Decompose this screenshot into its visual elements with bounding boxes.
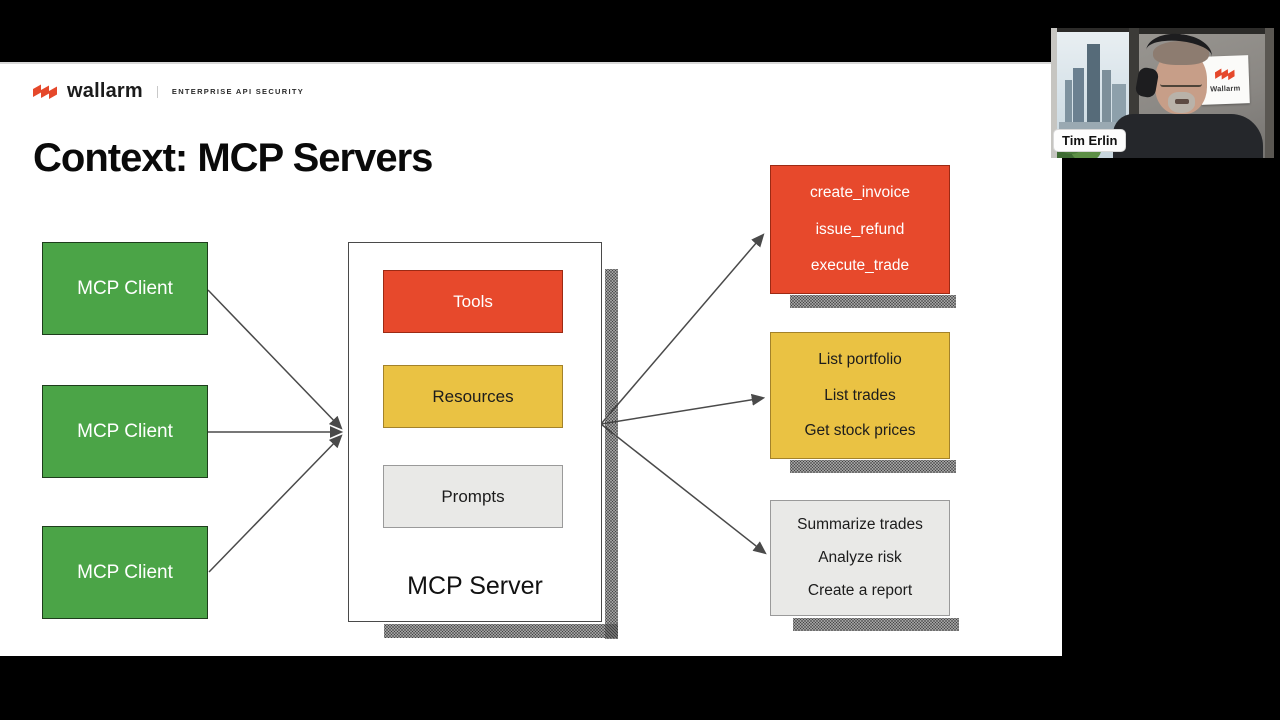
- prompts-box: Prompts: [383, 465, 563, 528]
- wallarm-wall-sign: Wallarm: [1200, 55, 1250, 105]
- speaker-torso: [1113, 114, 1263, 158]
- tools-label: Tools: [453, 291, 493, 311]
- tool-item: create_invoice: [810, 184, 910, 202]
- speaker-hair: [1153, 41, 1209, 65]
- server-bottom-shadow: [384, 624, 618, 638]
- prompt-item: Summarize trades: [797, 516, 923, 533]
- window-frame-right: [1129, 28, 1139, 158]
- wall-corner: [1265, 28, 1274, 158]
- mcp-client-box-1: MCP Client: [42, 242, 208, 335]
- skyline-building: [1102, 70, 1111, 128]
- skyline-building: [1065, 80, 1072, 128]
- wallarm-flag-icon: [1214, 68, 1235, 80]
- speaker-mouth: [1175, 99, 1189, 104]
- wall-sign-label: Wallarm: [1209, 82, 1241, 94]
- webcam-overlay: Wallarm Tim Erlin: [1051, 28, 1274, 158]
- brand-tagline: ENTERPRISE API SECURITY: [171, 87, 305, 96]
- speaker-name: Tim Erlin: [1062, 133, 1118, 148]
- tools-examples-box: create_invoice issue_refund execute_trad…: [770, 165, 950, 294]
- speaker-glasses: [1160, 73, 1202, 87]
- prompts-examples-shadow: [793, 618, 959, 631]
- wallarm-flag-icon: [33, 84, 57, 99]
- page-title: Context: MCP Servers: [33, 136, 433, 180]
- resource-item: Get stock prices: [804, 422, 916, 440]
- skyline-building: [1087, 44, 1100, 126]
- resources-examples-box: List portfolio List trades Get stock pri…: [770, 332, 950, 459]
- resources-examples-shadow: [790, 460, 956, 473]
- prompt-item: Analyze risk: [818, 549, 902, 566]
- presentation-slide: wallarm ENTERPRISE API SECURITY Context:…: [0, 62, 1062, 656]
- prompts-examples-box: Summarize trades Analyze risk Create a r…: [770, 500, 950, 616]
- brand-header: wallarm ENTERPRISE API SECURITY: [33, 80, 304, 103]
- speaker-name-tag: Tim Erlin: [1053, 129, 1127, 152]
- resource-item: List portfolio: [818, 350, 902, 368]
- mcp-server-box: Tools Resources Prompts MCP Server: [348, 242, 602, 622]
- tool-item: issue_refund: [815, 220, 905, 238]
- mcp-client-box-3: MCP Client: [42, 526, 208, 619]
- resource-item: List trades: [824, 386, 896, 404]
- skyline-building: [1073, 68, 1084, 128]
- prompt-item: Create a report: [807, 582, 913, 599]
- window-frame-left: [1051, 28, 1057, 158]
- tools-box: Tools: [383, 270, 563, 333]
- brand-separator: [156, 85, 158, 98]
- mcp-client-label: MCP Client: [77, 420, 173, 442]
- mcp-client-label: MCP Client: [77, 277, 173, 299]
- resources-label: Resources: [432, 386, 514, 406]
- mcp-client-box-2: MCP Client: [42, 385, 208, 478]
- resources-box: Resources: [383, 365, 563, 428]
- prompts-label: Prompts: [441, 486, 505, 506]
- tool-item: execute_trade: [810, 256, 910, 274]
- mcp-client-label: MCP Client: [77, 561, 173, 583]
- mcp-server-label: MCP Server: [407, 572, 543, 600]
- brand-name: wallarm: [67, 80, 143, 102]
- tools-examples-shadow: [790, 295, 956, 308]
- server-right-shadow: [605, 269, 618, 639]
